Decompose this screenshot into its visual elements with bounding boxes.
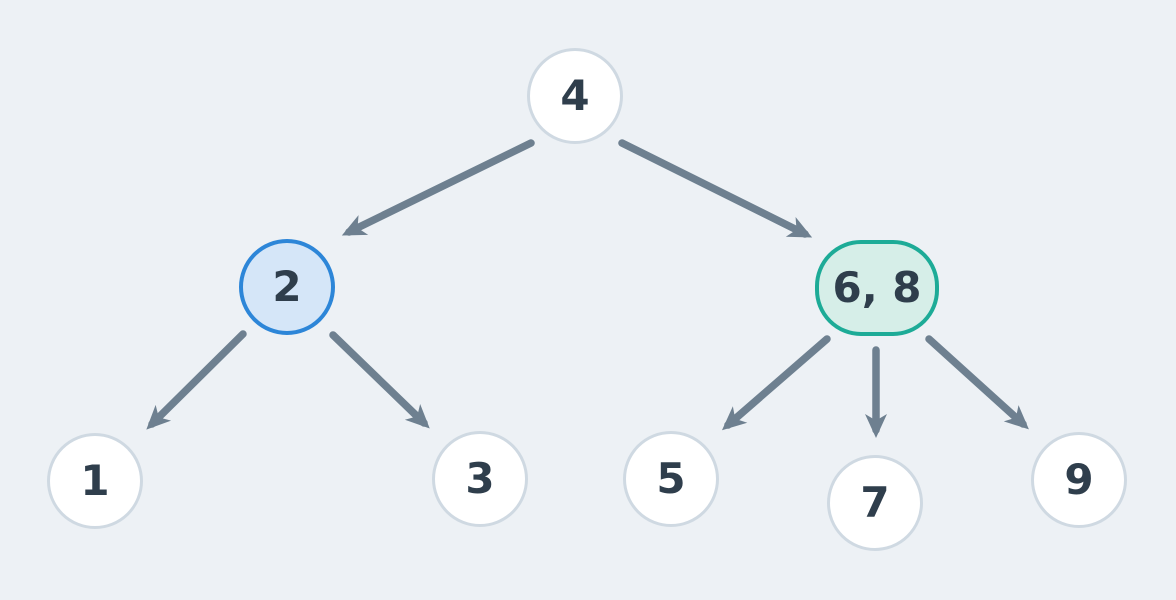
edge-2-to-3 — [329, 331, 430, 429]
tree-node-7: 7 — [827, 455, 923, 551]
edge-4-to-68 — [618, 139, 813, 238]
edge-68-to-5 — [721, 335, 831, 431]
tree-node-4-label: 4 — [560, 71, 590, 120]
tree-node-68: 6, 8 — [815, 240, 939, 336]
tree-node-3: 3 — [432, 431, 528, 527]
edge-68-to-9 — [925, 335, 1029, 430]
tree-node-9: 9 — [1031, 432, 1127, 528]
tree-node-1: 1 — [47, 433, 143, 529]
tree-node-5-label: 5 — [656, 454, 686, 503]
tree-node-9-label: 9 — [1064, 455, 1094, 504]
tree-node-7-label: 7 — [860, 478, 890, 527]
edge-2-to-1 — [146, 330, 247, 430]
tree-node-4: 4 — [527, 48, 623, 144]
tree-node-1-label: 1 — [80, 456, 110, 505]
tree-node-5: 5 — [623, 431, 719, 527]
tree-node-3-label: 3 — [465, 454, 495, 503]
tree-node-68-label: 6, 8 — [832, 263, 922, 312]
edge-4-to-2 — [341, 139, 535, 236]
tree-node-2: 2 — [239, 239, 335, 335]
tree-node-2-label: 2 — [272, 262, 302, 311]
